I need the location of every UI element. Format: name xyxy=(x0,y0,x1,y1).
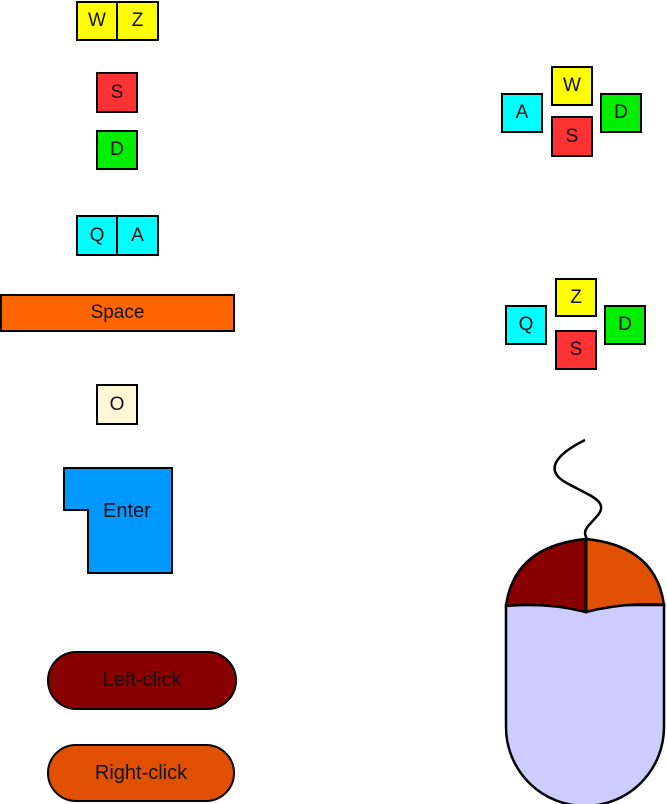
key-space: Space xyxy=(0,294,235,332)
wasd-key-s: S xyxy=(551,116,593,157)
key-enter-label: Enter xyxy=(103,500,151,522)
left-click-label: Left-click xyxy=(47,651,237,710)
zqsd-key-s: S xyxy=(555,330,597,370)
mouse-left-button xyxy=(504,537,588,614)
mouse-body xyxy=(504,603,666,804)
key-d: D xyxy=(96,130,138,170)
wasd-key-a: A xyxy=(501,93,543,133)
zqsd-key-d: D xyxy=(604,305,646,345)
wasd-key-w: W xyxy=(551,66,593,106)
right-click-label: Right-click xyxy=(47,744,235,802)
key-s: S xyxy=(96,72,138,113)
key-o: O xyxy=(96,384,138,425)
zqsd-key-q: Q xyxy=(505,305,547,345)
mouse-right-button xyxy=(584,537,666,614)
mouse-cable xyxy=(553,438,603,541)
key-a: A xyxy=(116,215,159,256)
wasd-key-d: D xyxy=(600,93,642,133)
zqsd-key-z: Z xyxy=(555,278,597,317)
key-w: W xyxy=(76,1,118,41)
key-z: Z xyxy=(116,1,159,41)
